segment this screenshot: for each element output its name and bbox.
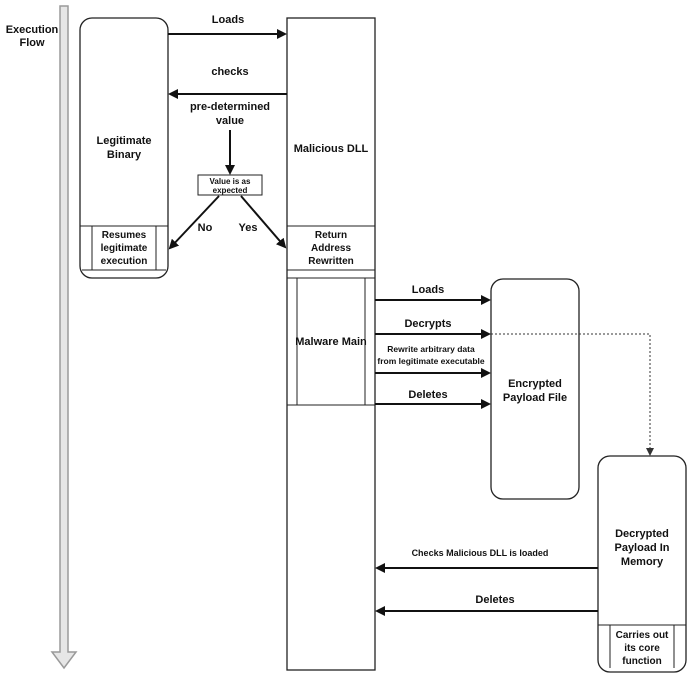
return-address-label-2: Address xyxy=(311,243,351,254)
decrypted-payload-label-3: Memory xyxy=(621,556,664,568)
malicious-dll-label: Malicious DLL xyxy=(294,143,369,155)
return-address-label-1: Return xyxy=(315,230,347,241)
predetermined-label-1: pre-determined xyxy=(190,101,270,113)
arrow-yes xyxy=(240,195,287,249)
arrow-loads-file-label: Loads xyxy=(412,284,444,296)
decrypted-payload-label-2: Payload In xyxy=(614,542,669,554)
resumes-label-3: execution xyxy=(101,256,148,267)
arrow-yes-label: Yes xyxy=(239,222,258,234)
malware-main-label: Malware Main xyxy=(295,336,367,348)
execution-flow-arrow xyxy=(50,5,78,670)
arrow-loads-dll-label: Loads xyxy=(212,14,244,26)
core-function-label-1: Carries out xyxy=(616,630,669,641)
decision-label-1: Value is as xyxy=(210,177,251,186)
arrow-rewrite-label-2: from legitimate executable xyxy=(377,356,485,366)
arrow-checks-label: checks xyxy=(211,66,248,78)
core-function-label-2: its core xyxy=(624,643,660,654)
decrypted-payload-label-1: Decrypted xyxy=(615,528,669,540)
encrypted-payload-label-2: Payload File xyxy=(503,392,567,404)
legitimate-binary-box xyxy=(79,17,169,279)
arrow-checks-dll-label: Checks Malicious DLL is loaded xyxy=(412,548,549,558)
decision-label-2: expected xyxy=(213,186,248,195)
malicious-dll-box xyxy=(286,17,376,671)
arrow-dotted-to-memory xyxy=(491,333,654,456)
execution-flow-label-1: Execution xyxy=(6,24,59,36)
resumes-label-2: legitimate xyxy=(101,243,148,254)
arrow-decrypts-label: Decrypts xyxy=(404,318,451,330)
arrow-no-label: No xyxy=(198,222,213,234)
decision-box xyxy=(197,174,263,196)
legitimate-binary-label-2: Binary xyxy=(107,149,142,161)
return-address-label-3: Rewritten xyxy=(308,256,354,267)
arrow-deletes-dll-label: Deletes xyxy=(475,594,514,606)
predetermined-label-2: value xyxy=(216,115,244,127)
decrypted-payload-box xyxy=(597,455,687,673)
arrow-deletes-file-label: Deletes xyxy=(408,389,447,401)
legitimate-binary-label-1: Legitimate xyxy=(96,135,151,147)
resumes-label-1: Resumes xyxy=(102,230,147,241)
encrypted-payload-label-1: Encrypted xyxy=(508,378,562,390)
arrow-no xyxy=(168,195,220,250)
execution-flow-label-2: Flow xyxy=(19,37,44,49)
core-function-label-3: function xyxy=(622,656,661,667)
arrow-rewrite-label-1: Rewrite arbitrary data xyxy=(387,344,475,354)
